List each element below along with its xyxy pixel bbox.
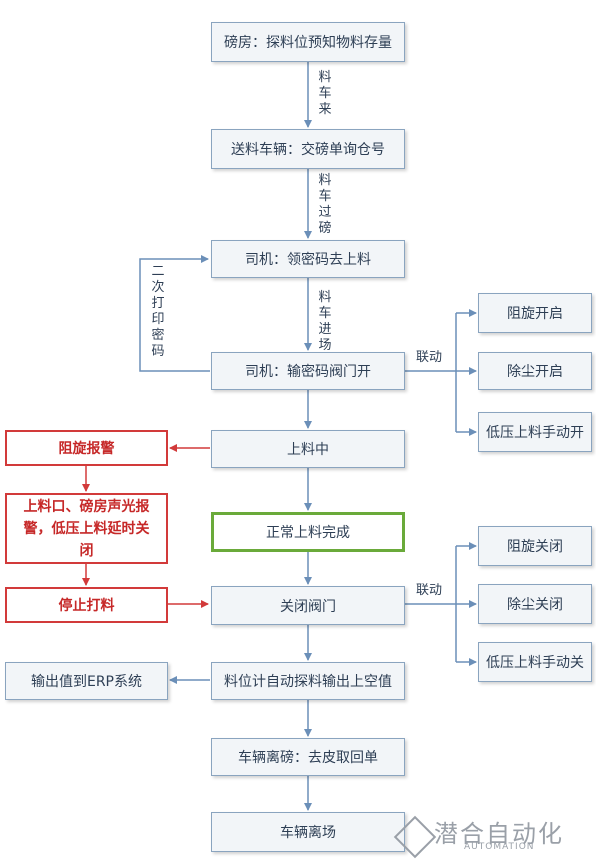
linked-dust-on: 除尘开启	[478, 352, 592, 390]
step-loading: 上料中	[211, 430, 405, 468]
label-truck-arrives: 料车来	[318, 70, 332, 117]
alarm-sound-light: 上料口、磅房声光报警，低压上料延时关闭	[5, 493, 168, 564]
linked-rotation-off: 阻旋关闭	[478, 526, 592, 566]
step-loading-complete: 正常上料完成	[211, 512, 405, 552]
alarm-stop-feeding: 停止打料	[5, 587, 168, 623]
company-logo: 潜合自动化 AUTOMATION	[393, 814, 592, 859]
label-truck-weighing: 料车过磅	[318, 173, 332, 236]
step-leave-site: 车辆离场	[211, 812, 405, 852]
linked-lowpressure-on: 低压上料手动开	[478, 412, 592, 452]
alarm-rotation: 阻旋报警	[5, 430, 168, 466]
erp-output: 输出值到ERP系统	[5, 662, 168, 700]
step-truck-weigh-ticket: 送料车辆：交磅单询仓号	[211, 129, 405, 169]
step-enter-password: 司机：输密码阀门开	[211, 352, 405, 390]
label-linkage-close: 联动	[416, 583, 443, 598]
step-get-password: 司机：领密码去上料	[211, 240, 405, 278]
logo-subtext: AUTOMATION	[464, 842, 535, 852]
label-linkage-open: 联动	[416, 350, 443, 365]
logo-mark-icon	[393, 815, 437, 859]
linked-rotation-on: 阻旋开启	[478, 293, 592, 333]
linked-lowpressure-off: 低压上料手动关	[478, 642, 592, 682]
step-close-valve: 关闭阀门	[211, 586, 405, 625]
step-leave-scale: 车辆离磅：去皮取回单	[211, 738, 405, 776]
linked-dust-off: 除尘关闭	[478, 584, 592, 624]
label-reprint-password: 二次打印密码	[151, 264, 165, 359]
step-material-check: 磅房：探料位预知物料存量	[211, 22, 405, 62]
logo-text: 潜合自动化	[434, 820, 564, 848]
label-truck-enters: 料车进场	[318, 290, 332, 353]
step-level-output: 料位计自动探料输出上空值	[211, 662, 405, 700]
